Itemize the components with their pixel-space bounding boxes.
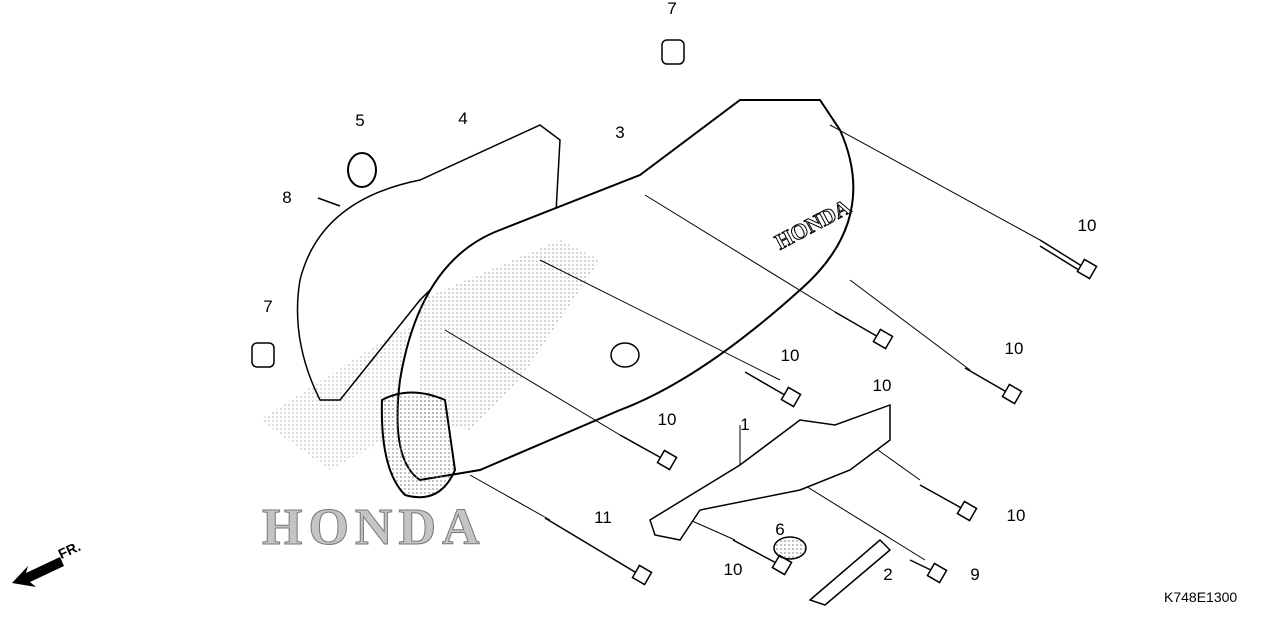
callout-11[interactable]: 11 <box>594 508 612 527</box>
cover-shading <box>420 240 600 430</box>
callout-6[interactable]: 6 <box>775 520 785 539</box>
callout-4[interactable]: 4 <box>458 109 468 128</box>
callout-10-b[interactable]: 10 <box>780 346 800 365</box>
bracket <box>649 403 891 541</box>
cover-boss <box>610 342 640 368</box>
callout-8[interactable]: 8 <box>282 188 292 207</box>
bolts <box>317 197 1098 586</box>
callout-5[interactable]: 5 <box>355 111 365 130</box>
callout-10-a[interactable]: 10 <box>1077 216 1097 235</box>
stay <box>808 538 892 606</box>
callout-10-e[interactable]: 10 <box>657 410 677 429</box>
callout-3[interactable]: 3 <box>615 123 625 142</box>
rubber-mount <box>773 536 807 560</box>
callout-2[interactable]: 2 <box>883 565 893 584</box>
front-arrow-icon <box>12 557 64 587</box>
diagram-code: K748E1300 <box>1164 589 1238 605</box>
dowel-pin-top <box>661 39 685 65</box>
leader-lines <box>444 124 1041 561</box>
callout-9[interactable]: 9 <box>970 565 980 584</box>
honda-watermark: HONDA <box>262 499 486 557</box>
callout-10-f[interactable]: 10 <box>1006 506 1026 525</box>
callout-1[interactable]: 1 <box>740 415 750 434</box>
callout-10-d[interactable]: 10 <box>1004 339 1024 358</box>
callout-10-g[interactable]: 10 <box>723 560 743 579</box>
dowel-pin-left <box>251 342 275 368</box>
cover-plate <box>296 124 561 401</box>
callout-10-c[interactable]: 10 <box>872 376 892 395</box>
air-duct <box>380 391 457 499</box>
callout-7-left[interactable]: 7 <box>263 297 273 316</box>
callout-7-top[interactable]: 7 <box>667 0 677 18</box>
oil-seal <box>347 152 377 188</box>
